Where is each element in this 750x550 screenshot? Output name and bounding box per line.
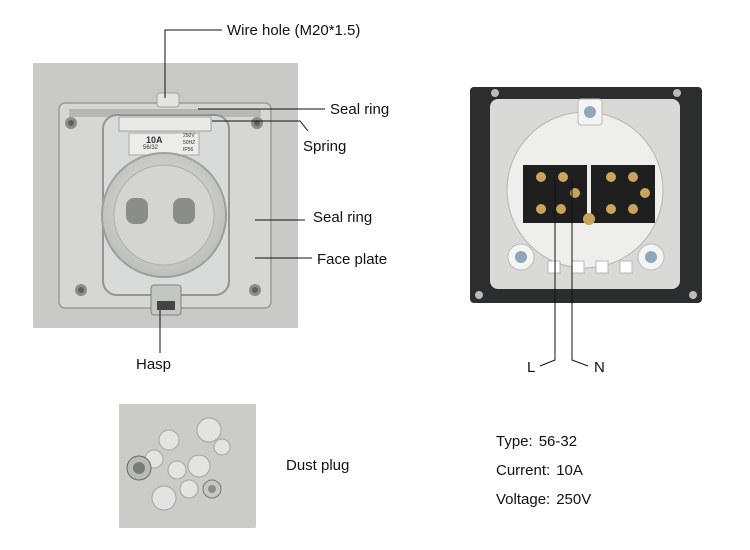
socket-front-photo: 10A 56/32 250V 50HZ IP56: [33, 63, 298, 328]
spec-current-key: Current:: [496, 462, 551, 479]
wire-hole-label: Wire hole (M20*1.5): [227, 22, 361, 39]
dust-plug-illustration: [126, 417, 231, 511]
dust-plug-label: Dust plug: [286, 457, 350, 474]
face-plate-label: Face plate: [317, 251, 388, 268]
spec-type: Type: 56-32: [496, 433, 577, 450]
spec-voltage-value: 250V: [556, 491, 592, 508]
seal-ring-mid-label: Seal ring: [313, 209, 373, 226]
line-l-label: L: [527, 359, 536, 376]
spring-label: Spring: [303, 138, 347, 155]
line-n-label: N: [594, 359, 605, 376]
cover-rating: 10A: [146, 135, 163, 145]
spec-current: Current: 10A: [496, 462, 583, 479]
spec-current-value: 10A: [556, 462, 583, 479]
seal-ring-top-label: Seal ring: [330, 101, 390, 118]
socket-front-illustration: [58, 92, 272, 316]
spec-voltage: Voltage: 250V: [496, 491, 591, 508]
cover-model: 56/32: [143, 145, 159, 151]
cover-ip: IP56: [183, 147, 194, 153]
socket-back-photo: [465, 85, 710, 307]
spec-type-value: 56-32: [538, 433, 578, 450]
cover-frequency: 50HZ: [183, 140, 196, 146]
cover-voltage: 250V: [183, 133, 195, 139]
spec-type-key: Type:: [496, 433, 533, 450]
hasp-label: Hasp: [136, 356, 172, 373]
spec-voltage-key: Voltage:: [496, 491, 551, 508]
dust-plug-photo: [119, 404, 256, 528]
socket-back-illustration: [470, 87, 702, 303]
